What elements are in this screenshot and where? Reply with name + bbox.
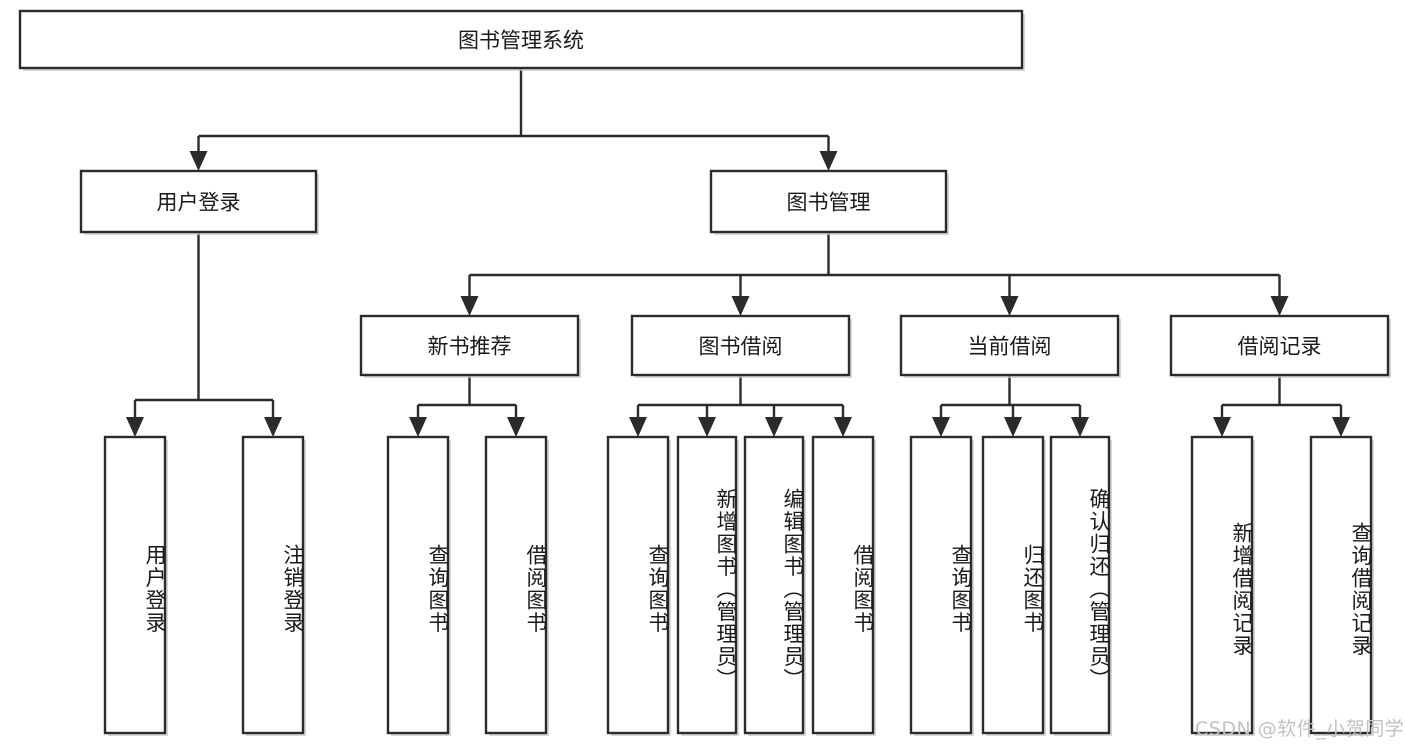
arrow-head-icon xyxy=(1213,417,1231,437)
node-leaf-11[interactable] xyxy=(1190,435,1255,736)
edge-group-图书借阅 xyxy=(629,375,852,437)
node-leaf-6[interactable] xyxy=(743,435,806,736)
edge-group-新书推荐 xyxy=(409,375,525,437)
arrow-head-icon xyxy=(731,296,750,316)
edge-group-用户登录 xyxy=(126,232,282,437)
node-level3-新书推荐[interactable] xyxy=(359,314,581,378)
node-label: 图书借阅 xyxy=(699,335,783,359)
node-leaf-4[interactable] xyxy=(606,435,671,736)
node-leaf-5[interactable] xyxy=(676,435,739,736)
arrow-head-icon xyxy=(1270,296,1289,316)
node-leaf-7[interactable] xyxy=(811,435,876,736)
arrow-head-icon xyxy=(1000,296,1019,316)
connectors-layer xyxy=(126,68,1350,437)
arrow-head-icon xyxy=(409,417,427,437)
node-leaf-1[interactable] xyxy=(241,435,306,736)
node-label: 新书推荐 xyxy=(428,335,512,359)
edge-group-root xyxy=(189,68,838,171)
arrow-head-icon xyxy=(189,151,208,171)
node-label: 图书管理 xyxy=(787,191,871,215)
arrow-head-icon xyxy=(819,151,838,171)
arrow-head-icon xyxy=(765,417,783,437)
node-level3-图书借阅[interactable] xyxy=(630,314,852,378)
node-level2-用户登录[interactable] xyxy=(79,169,319,235)
node-label: 当前借阅 xyxy=(968,335,1052,359)
node-leaf-2[interactable] xyxy=(386,435,451,736)
edge-group-当前借阅 xyxy=(932,375,1089,437)
arrow-head-icon xyxy=(629,417,647,437)
arrow-head-icon xyxy=(460,296,479,316)
arrow-head-icon xyxy=(507,417,525,437)
arrow-head-icon xyxy=(126,417,144,437)
node-leaf-3[interactable] xyxy=(484,435,549,736)
arrow-head-icon xyxy=(932,417,950,437)
node-leaf-9[interactable] xyxy=(981,435,1046,736)
node-level3-当前借阅[interactable] xyxy=(899,314,1121,378)
node-leaf-0[interactable] xyxy=(103,435,168,736)
arrow-head-icon xyxy=(1332,417,1350,437)
edge-group-借阅记录 xyxy=(1213,375,1350,437)
node-level2-图书管理[interactable] xyxy=(709,169,949,235)
node-label: 图书管理系统 xyxy=(458,29,584,53)
boxes-layer xyxy=(18,9,1391,736)
edge-group-book-management xyxy=(460,232,1289,316)
arrow-head-icon xyxy=(698,417,716,437)
csdn-watermark: CSDN @软件_小贺同学 xyxy=(1195,718,1405,740)
node-leaf-10[interactable] xyxy=(1049,435,1112,736)
node-leaf-8[interactable] xyxy=(909,435,974,736)
node-label: 借阅记录 xyxy=(1238,335,1322,359)
node-root-图书管理系统[interactable] xyxy=(18,9,1025,71)
arrow-head-icon xyxy=(834,417,852,437)
node-level3-借阅记录[interactable] xyxy=(1169,314,1391,378)
node-label: 用户登录 xyxy=(157,191,241,215)
arrow-head-icon xyxy=(264,417,282,437)
arrow-head-icon xyxy=(1004,417,1022,437)
node-leaf-12[interactable] xyxy=(1309,435,1374,736)
arrow-head-icon xyxy=(1071,417,1089,437)
